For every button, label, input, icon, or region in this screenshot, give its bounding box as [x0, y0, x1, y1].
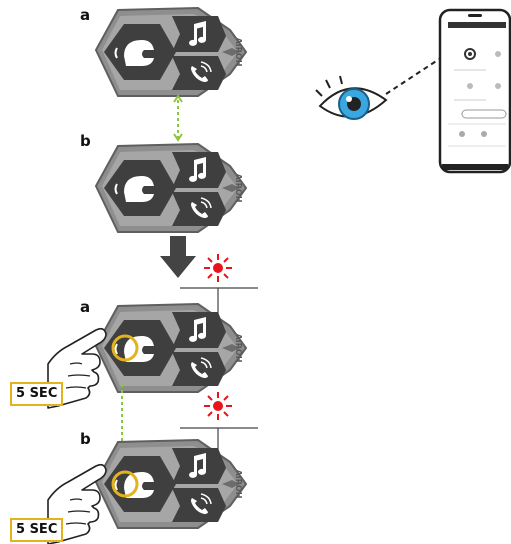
press-duration-badge-2: 5 SEC	[10, 518, 64, 542]
press-duration-badge: 5 SEC	[10, 382, 64, 406]
eye-icon	[315, 75, 388, 120]
led-flash-icon-2	[203, 391, 233, 421]
down-arrow-icon	[160, 236, 196, 278]
intercom-device-b-pressed	[95, 439, 247, 529]
button-highlight	[111, 334, 139, 362]
intercom-device-a-pressed	[95, 303, 247, 393]
step-label-b: b	[80, 132, 91, 150]
intercom-device-b	[95, 143, 247, 233]
led-flash-icon	[203, 253, 233, 283]
intercom-device-a	[95, 7, 247, 97]
step-label-b-2: b	[80, 430, 91, 448]
smartphone-icon	[438, 8, 511, 174]
step-label-a-2: a	[80, 298, 91, 316]
step-label-a: a	[80, 6, 91, 24]
button-highlight-2	[111, 470, 139, 498]
